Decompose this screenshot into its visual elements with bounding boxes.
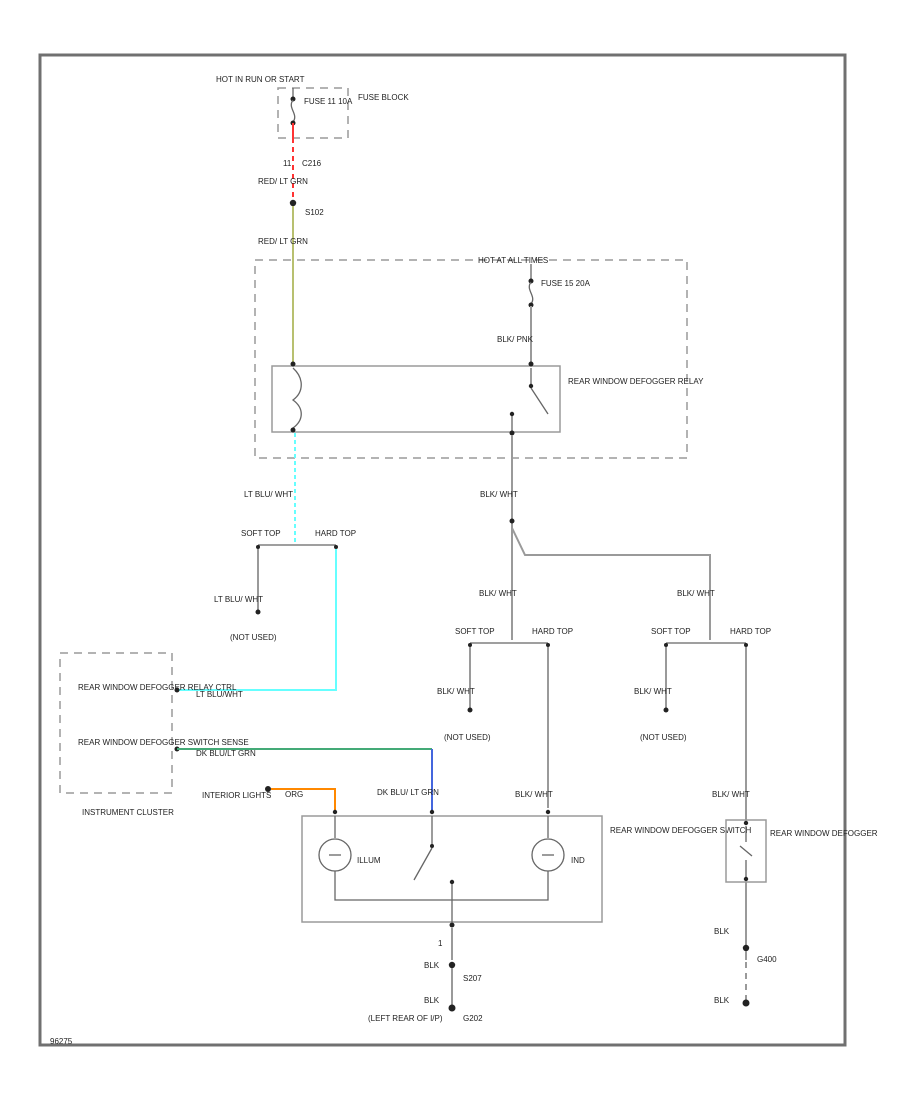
ground-g202-symbol [448, 1004, 456, 1012]
branch-right-def-label: BLK/ WHT [712, 790, 750, 799]
splice-s102-dot [289, 199, 297, 207]
hard-top-label-2: HARD TOP [532, 627, 573, 636]
splice-s102: S102 [305, 208, 324, 217]
instrument-cluster: REAR WINDOW DEFOGGER RELAY CTRL REAR WIN… [59, 652, 256, 817]
ground-location: (LEFT REAR OF I/P) [368, 1014, 443, 1023]
soft-top-label-2: SOFT TOP [455, 627, 495, 636]
defogger-ground-symbol [742, 999, 750, 1007]
hard-top-label-3: HARD TOP [730, 627, 771, 636]
switch-label: REAR WINDOW DEFOGGER SWITCH [610, 826, 752, 835]
org-wire [271, 788, 336, 812]
cluster-wire-label: RED/ LT GRN [258, 237, 308, 246]
blk-wht-splice-dot [509, 518, 515, 524]
splice-s207: S207 [463, 974, 482, 983]
fuse-block-label: FUSE BLOCK [358, 93, 409, 102]
fuse-block-outline [277, 87, 349, 139]
cluster-switch-sense-text: REAR WINDOW DEFOGGER SWITCH SENSE [78, 738, 249, 747]
switch-sense-wire-label: DK BLU/LT GRN [196, 749, 256, 758]
switch-input-wire-label: DK BLU/ LT GRN [377, 788, 439, 797]
branch-left-switch-label: BLK/ WHT [515, 790, 553, 799]
soft-top-label-3: SOFT TOP [651, 627, 691, 636]
fuse-pin-number: 11 [283, 159, 292, 168]
branch-right-side-label: BLK/ WHT [634, 687, 672, 696]
fuse-11-terminal-top [290, 96, 296, 102]
relay-label: REAR WINDOW DEFOGGER RELAY [568, 377, 704, 386]
diagram-frame [38, 53, 847, 1047]
relay-coil-icon [291, 367, 302, 429]
connector-c216: C216 [302, 159, 322, 168]
cluster-relay-ctrl-text: REAR WINDOW DEFOGGER RELAY CTRL [78, 683, 237, 692]
relay-hot-label: HOT AT ALL TIMES [478, 256, 548, 265]
relay-ctrl-wire-label: LT BLU/WHT [196, 690, 243, 699]
ground-g202: G202 [463, 1014, 483, 1023]
branch-left-top-label: BLK/ WHT [479, 589, 517, 598]
fuse-block: HOT IN RUN OR START FUSE BLOCK FUSE 11 1… [216, 75, 409, 217]
ind-lamp-icon [531, 838, 565, 872]
fuse-11-text: FUSE 11 10A [304, 97, 353, 106]
not-used-label-3: (NOT USED) [640, 733, 687, 742]
illum-label: ILLUM [357, 856, 381, 865]
interior-lights-label: INTERIOR LIGHTS [202, 791, 271, 800]
rear-window-defogger-switch: DK BLU/ LT GRN REAR WINDOW DEFOGGER SWIT… [301, 788, 752, 1023]
lt-blu-wht-side-label: LT BLU/ WHT [214, 595, 263, 604]
lt-blu-wht-label: LT BLU/ WHT [244, 490, 293, 499]
relay-contact-icon [530, 387, 549, 415]
rear-window-defogger: REAR WINDOW DEFOGGER BLK G400 BLK [714, 819, 878, 1007]
instrument-cluster-label: INSTRUMENT CLUSTER [82, 808, 174, 817]
org-wire-label: ORG [285, 790, 303, 799]
not-used-label-1: (NOT USED) [230, 633, 277, 642]
ground-g400: G400 [757, 955, 777, 964]
rear-window-defogger-relay [271, 365, 561, 433]
hard-top-label-1: HARD TOP [315, 529, 356, 538]
fuse-block-hot-label: HOT IN RUN OR START [216, 75, 305, 84]
wire-label-red-lt-grn: RED/ LT GRN [258, 177, 308, 186]
defogger-gnd-wire-1: BLK [714, 927, 730, 936]
defogger-grid-icon [739, 826, 753, 878]
switch-gnd-wire-1: BLK [424, 961, 440, 970]
not-used-label-2: (NOT USED) [444, 733, 491, 742]
branch-right-top-label: BLK/ WHT [677, 589, 715, 598]
fuse-11-icon [290, 99, 296, 123]
fuse-15-terminal-bottom [528, 302, 534, 308]
switch-contact-icon [413, 847, 433, 881]
relay-fuse-box-outline [254, 259, 688, 459]
defogger-label: REAR WINDOW DEFOGGER [770, 829, 878, 838]
fuse-15-icon [528, 281, 534, 305]
fuse-15-wire-label: BLK/ PNK [497, 335, 534, 344]
instrument-cluster-outline [59, 652, 173, 794]
relay-group: HOT AT ALL TIMES FUSE 15 20A BLK/ PNK RE… [254, 256, 704, 459]
lt-blu-wht-cluster-wire [175, 549, 337, 691]
soft-top-label-1: SOFT TOP [241, 529, 281, 538]
defogger-gnd-wire-2: BLK [714, 996, 730, 1005]
ind-label: IND [571, 856, 585, 865]
fuse-15-text: FUSE 15 20A [541, 279, 591, 288]
switch-pin-label: 1 [438, 939, 443, 948]
diagram-id: 96275 [50, 1037, 73, 1046]
fuse-15-terminal-top [528, 278, 534, 284]
switch-gnd-wire-2: BLK [424, 996, 440, 1005]
blk-wht-main-label: BLK/ WHT [480, 490, 518, 499]
branch-left-side-label: BLK/ WHT [437, 687, 475, 696]
